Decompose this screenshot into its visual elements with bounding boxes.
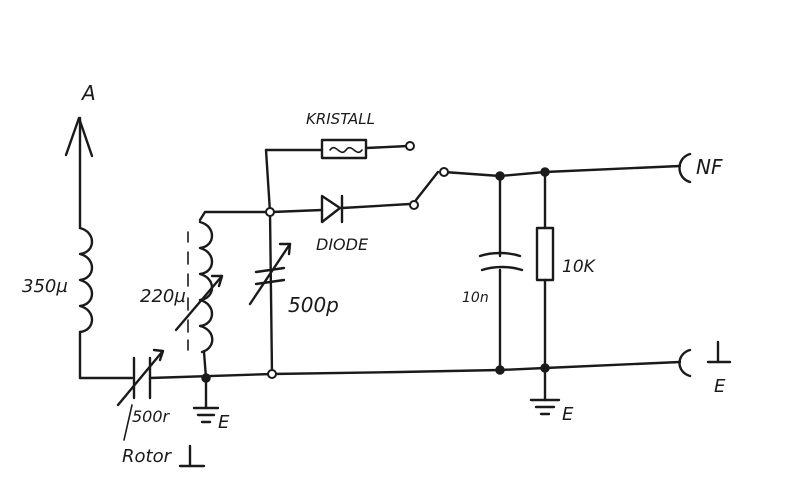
wire-tuning-vertical [264, 148, 274, 376]
load-resistor [535, 170, 555, 370]
antenna-symbol [64, 116, 94, 158]
tank-coil-label: 220µ [140, 286, 186, 307]
terminal-nf-label: NF [696, 155, 723, 179]
tuning-capacitor-label: 500p [288, 293, 339, 317]
wire-top-output [498, 164, 682, 178]
junction-dots [201, 167, 550, 383]
resistor-label: 10K [562, 257, 597, 277]
ground-output-icon [529, 366, 561, 416]
tank-coil [174, 210, 274, 380]
antenna-label: A [80, 81, 96, 105]
crystal-label: KRISTALL [306, 110, 375, 128]
ground-right-label: E [714, 376, 726, 397]
rotor-ground-icon [178, 444, 206, 468]
ground-output-label: E [562, 404, 574, 425]
terminal-ground [678, 340, 732, 378]
ground-left-label: E [218, 412, 230, 433]
diode-label: DIODE [316, 235, 369, 254]
output-capacitor-label: 10n [462, 290, 489, 306]
selector-switch [414, 170, 502, 202]
rotor-label: Rotor [122, 446, 173, 467]
antenna-variable-capacitor [116, 348, 165, 441]
output-capacitor [478, 174, 524, 372]
junction-rings [265, 141, 449, 379]
antenna-coil-label: 350µ [22, 276, 68, 297]
tuning-variable-capacitor [248, 242, 292, 306]
crystal-detector [320, 138, 410, 160]
terminal-nf [678, 152, 692, 184]
diode [270, 194, 412, 224]
wire-bottom-rail [148, 360, 682, 380]
antenna-coil [78, 148, 94, 380]
ground-left-icon [192, 376, 220, 424]
antenna-capacitor-label: 500r [132, 407, 171, 426]
